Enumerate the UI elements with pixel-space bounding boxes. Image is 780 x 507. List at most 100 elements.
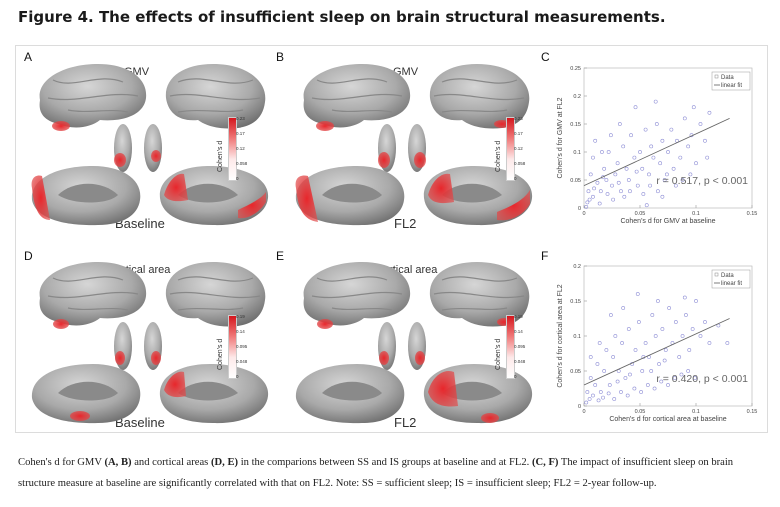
caption-text: in the comparions between SS and IS grou… [238, 457, 532, 468]
data-point [682, 295, 687, 300]
data-point [649, 369, 654, 373]
panel-e-letter: E [276, 249, 285, 263]
panel-a-cbar-tick: 0.23 [236, 116, 245, 121]
data-point [644, 203, 649, 208]
panel-e-cbar-tick: 0.095 [514, 344, 526, 349]
data-point [672, 376, 677, 380]
data-point [595, 180, 600, 185]
data-point [584, 400, 589, 405]
panel-b-colorbar-label: Cohen's d [495, 140, 502, 172]
plot-area [583, 67, 753, 209]
data-point [653, 99, 658, 104]
panel-b-cbar-tick: 0.058 [514, 161, 526, 166]
panel-d-colorbar [228, 315, 237, 379]
data-point [636, 320, 641, 324]
data-point [620, 341, 624, 345]
panel-d-condition: Baseline [115, 415, 165, 430]
data-point [682, 116, 687, 121]
data-point [635, 183, 640, 188]
data-point [671, 166, 676, 171]
data-point [616, 180, 621, 185]
y-tick-label: 0.05 [570, 178, 581, 184]
panel-d-cbar-tick: 0.095 [236, 344, 248, 349]
y-tick-label: 0.2 [573, 94, 581, 100]
data-point [588, 376, 593, 380]
data-point [628, 189, 632, 194]
data-point [588, 355, 593, 359]
data-point [707, 110, 712, 115]
panel-d-cbar-tick: 0.14 [236, 329, 245, 334]
figure-caption: Cohen's d for GMV (A, B) and cortical ar… [18, 452, 766, 494]
figure-title: Figure 4. The effects of insufficient sl… [18, 8, 666, 26]
brain-lateral-left [39, 64, 147, 131]
y-tick-label: 0.1 [573, 150, 581, 156]
data-point [632, 386, 637, 391]
data-point [611, 197, 616, 202]
data-point [613, 334, 618, 338]
data-point [604, 178, 609, 182]
legend-marker-data [714, 74, 719, 79]
x-tick-label: 0 [582, 211, 585, 217]
data-point [615, 161, 620, 166]
panel-d-colorbar-label: Cohen's d [217, 338, 224, 370]
brain-ventral-views [378, 322, 426, 370]
panel-e-cbar-tick: 0.19 [514, 314, 523, 319]
brain-medial-left [295, 166, 405, 226]
data-point [602, 166, 607, 171]
data-point [684, 313, 688, 317]
brain-medial-left [31, 166, 141, 226]
panel-e-cbar-tick: 0 [514, 374, 517, 379]
panel-b-brain-views [295, 64, 533, 226]
linear-fit-line [583, 318, 730, 386]
data-point [606, 391, 611, 396]
y-tick-label: 0.15 [570, 122, 581, 128]
y-tick-label: 0.1 [573, 334, 581, 340]
data-point [619, 390, 623, 394]
x-tick-label: 0 [582, 409, 585, 415]
data-point [666, 383, 670, 387]
panel-b-letter: B [276, 50, 285, 64]
data-point [652, 386, 657, 391]
brain-medial-right [159, 364, 269, 424]
data-point [623, 376, 628, 380]
data-point [686, 369, 691, 373]
panel-a-colorbar [228, 117, 237, 181]
data-point [692, 376, 697, 380]
x-tick-label: 0.15 [747, 211, 758, 217]
data-point [660, 194, 665, 199]
panel-d-letter: D [24, 249, 33, 263]
data-point [633, 348, 638, 352]
data-point [607, 383, 612, 387]
data-point [597, 341, 602, 345]
panel-a-cbar-tick: 0.17 [236, 131, 245, 136]
brain-ventral-views [114, 322, 162, 370]
data-point [597, 201, 602, 206]
data-point [588, 172, 593, 177]
data-point [725, 341, 730, 345]
data-point [595, 362, 600, 366]
y-tick-label: 0.25 [570, 66, 581, 72]
y-axis-label: Cohen's d for GMV at FL2 [557, 97, 564, 178]
data-point [647, 172, 651, 177]
panel-b-condition: FL2 [394, 216, 417, 231]
panel-b-cbar-tick: 0.12 [514, 146, 523, 151]
data-point [626, 178, 631, 182]
data-point [678, 155, 683, 160]
data-point [638, 150, 642, 154]
data-point [662, 178, 667, 182]
panel-a-colorbar-label: Cohen's d [217, 140, 224, 172]
data-point [660, 138, 665, 143]
data-point [584, 204, 589, 209]
data-point [613, 172, 618, 177]
brain-lateral-left [303, 64, 411, 131]
data-point [680, 178, 685, 182]
data-point [608, 133, 613, 138]
panel-b-cbar-tick: 0.23 [514, 116, 523, 121]
data-point [666, 150, 670, 154]
data-point [680, 334, 685, 338]
panel-d-cbar-tick: 0 [236, 374, 239, 379]
data-point [656, 299, 660, 303]
data-point [619, 189, 623, 194]
data-point [617, 122, 622, 126]
